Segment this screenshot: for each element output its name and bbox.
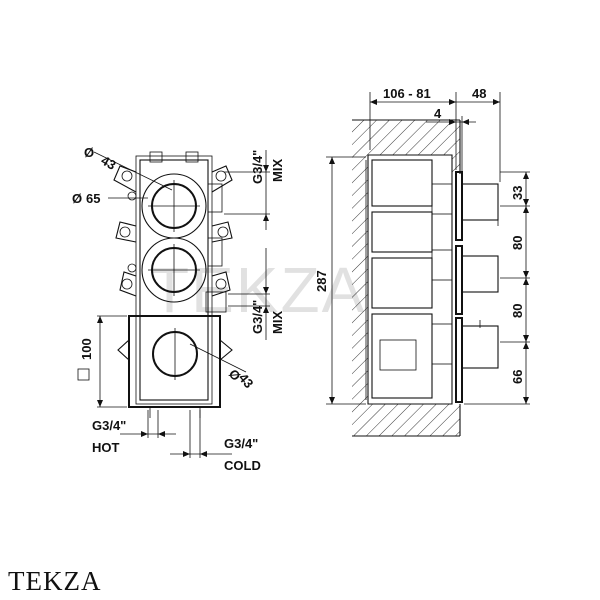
dim-height-287: 287 — [314, 270, 329, 292]
dim-g34-mix-bottom: G3/4" — [250, 300, 265, 334]
dim-g34-cold: G3/4" — [224, 436, 258, 451]
dim-cold: COLD — [224, 458, 261, 473]
watermark: TEKZA — [150, 254, 366, 326]
valve-middle — [141, 237, 207, 303]
valve-top — [141, 173, 207, 239]
dim-v66: 66 — [510, 370, 525, 384]
side-trims — [455, 171, 499, 403]
thermostat-body — [117, 315, 233, 418]
dim-g34-mix-top: G3/4" — [250, 150, 265, 184]
dim-depth-48: 48 — [472, 86, 486, 101]
dim-dia43-top-symbol: Ø — [84, 145, 94, 160]
dim-depth-4: 4 — [434, 106, 442, 121]
front-view: Ø 43 Ø 65 43 Ø 100 G3/4" MIX G3/4" MIX — [72, 145, 285, 473]
brand-logo-text: TEKZA — [8, 566, 102, 596]
dim-dia65-symbol: Ø — [72, 191, 82, 206]
dim-dia65: 65 — [86, 191, 100, 206]
dim-v80-b: 80 — [510, 304, 525, 318]
dim-mix-top: MIX — [270, 159, 285, 182]
dim-v33: 33 — [510, 186, 525, 200]
dim-g34-hot: G3/4" — [92, 418, 126, 433]
mounting-frame — [113, 151, 233, 405]
dim-v80-a: 80 — [510, 236, 525, 250]
dim-dia43-top: 43 — [99, 153, 119, 173]
side-view: 106 - 81 48 4 287 33 80 80 66 — [314, 86, 530, 437]
dim-depth-range: 106 - 81 — [383, 86, 431, 101]
dim-hot: HOT — [92, 440, 120, 455]
side-body — [365, 159, 453, 400]
dim-square100: 100 — [79, 338, 94, 360]
dim-mix-bottom: MIX — [270, 311, 285, 334]
